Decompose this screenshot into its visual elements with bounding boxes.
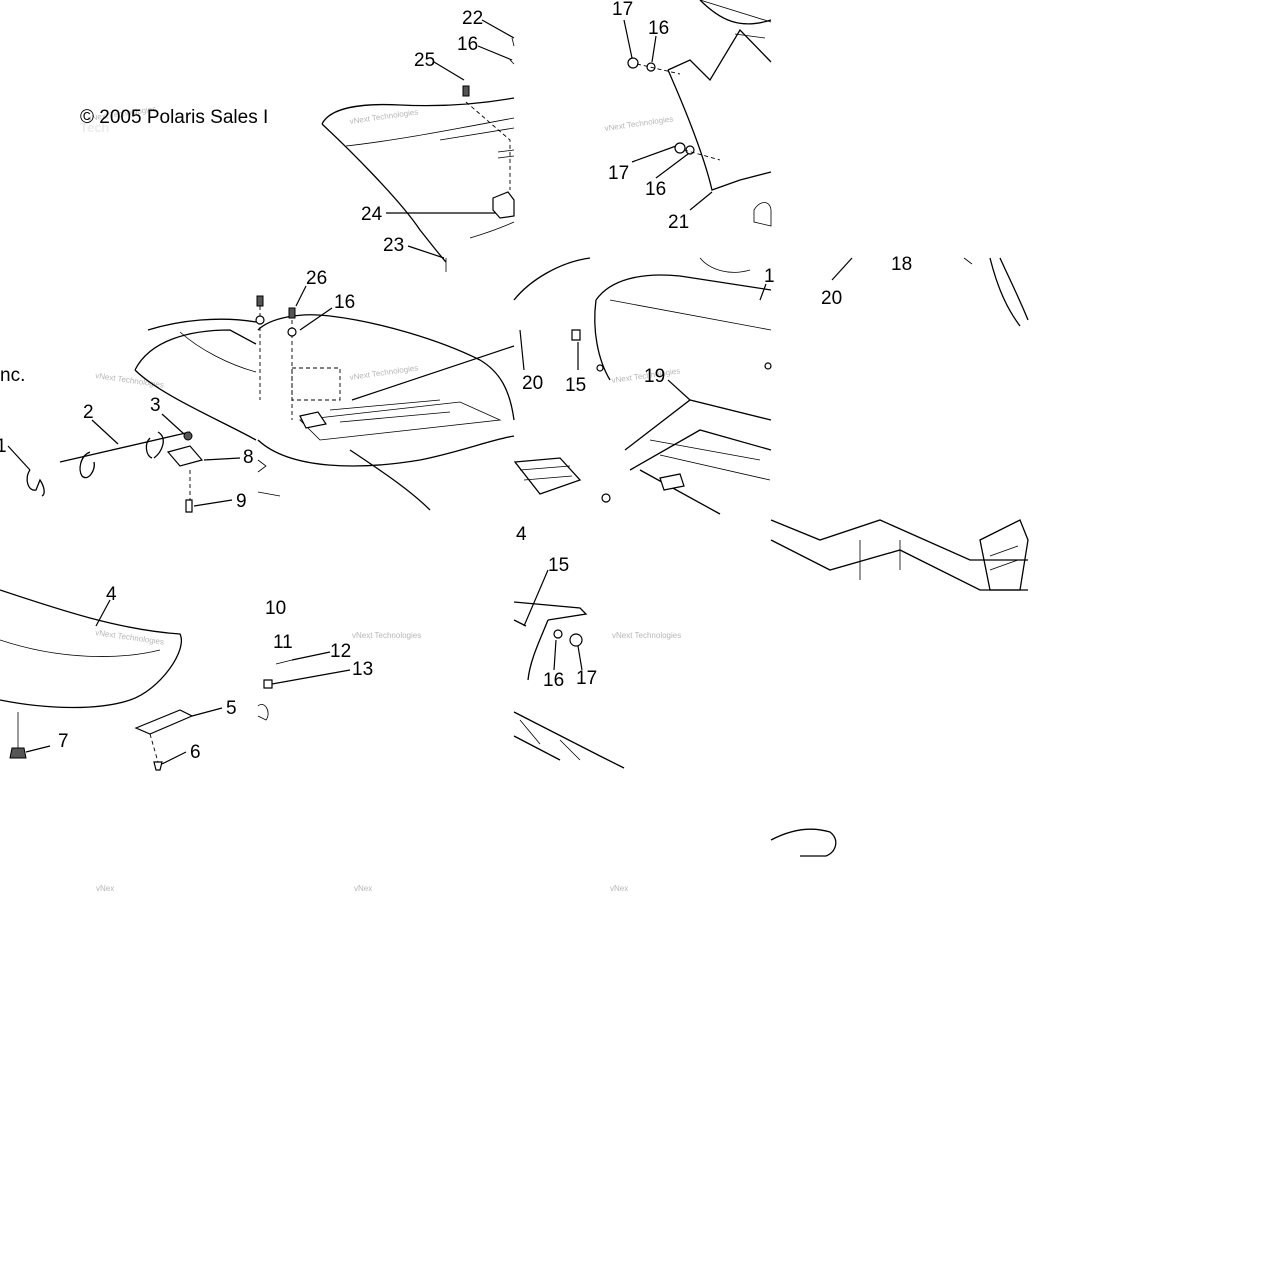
copyright-right: nc. [0,365,25,386]
nut-icon [674,142,686,154]
callout-1: 1 [0,436,7,457]
callout-17: 17 [608,163,629,184]
callout-5: 5 [226,698,237,719]
washer-icon [255,315,265,325]
rear-fender-main [255,295,515,511]
watermark: vNext Technologies [352,631,421,640]
callout-6: 6 [190,742,201,763]
callout-16: 16 [457,34,478,55]
callout-19: 19 [644,366,665,387]
watermark: vNext Technologies [612,631,681,640]
callout-12: 12 [330,641,351,662]
fender-bracket [513,601,625,769]
leader-lines [7,19,853,765]
callout-4: 4 [106,584,117,605]
front-fender-and-frame [513,257,772,515]
callout-1-fragment: 1 [764,266,775,287]
fender-edge-fragment [963,257,1029,327]
rivet-icon [764,362,772,370]
callout-7: 7 [58,731,69,752]
callout-16: 16 [543,670,564,691]
watermark-fragment: vNex [610,884,628,893]
callout-15: 15 [548,555,569,576]
seat-assembly [0,589,293,771]
washer-icon [553,629,563,639]
callout-16: 16 [645,179,666,200]
callout-24: 25 [414,50,435,71]
watermark: vNext Technologies [349,363,419,382]
callout-17: 17 [612,0,633,20]
rear-rack-and-latch [26,318,257,513]
callout-20: 20 [522,373,543,394]
callout-20: 20 [821,288,842,309]
callout-22: 23 [383,235,404,256]
copyright-left: © 2005 Polaris Sales I [80,107,268,128]
watermark: vNext Technologies [604,114,674,133]
callout-23: 24 [361,204,383,225]
watermark: vNext Technologies [349,107,419,126]
callout-25: 22 [462,8,483,29]
callout-11: 11 [273,632,293,653]
callout-17: 17 [576,668,597,689]
callout-16: 16 [648,18,669,39]
nut-icon [569,633,583,647]
watermark-fragment: vNex [96,884,114,893]
watermark: vNext Technologies [95,371,165,390]
nut-icon [627,57,639,69]
rivet-icon [596,364,604,372]
callout-15: 15 [565,375,586,396]
frame-section [770,519,1029,857]
callout-2: 2 [83,402,94,423]
callout-9: 9 [236,491,247,512]
rear-fender-top [321,37,515,272]
callout-26: 26 [306,268,327,289]
knob-icon [183,431,193,441]
callout-8: 8 [243,447,254,468]
callout-21: 21 [668,212,689,233]
watermark-fragment: vNex [354,884,372,893]
callout-3: 3 [150,395,161,416]
bolt-icon [601,493,611,503]
mud-flap [627,0,772,227]
watermark-bg: Tech [80,120,109,135]
callout-4: 4 [516,524,527,545]
callout-13: 13 [352,659,373,680]
callout-labels: 22 16 25 24 23 17 16 17 16 21 18 20 26 1… [0,0,912,763]
callout-16: 16 [334,292,355,313]
callout-18: 18 [891,254,912,275]
washer-icon [287,327,297,337]
callout-10: 10 [265,598,286,619]
